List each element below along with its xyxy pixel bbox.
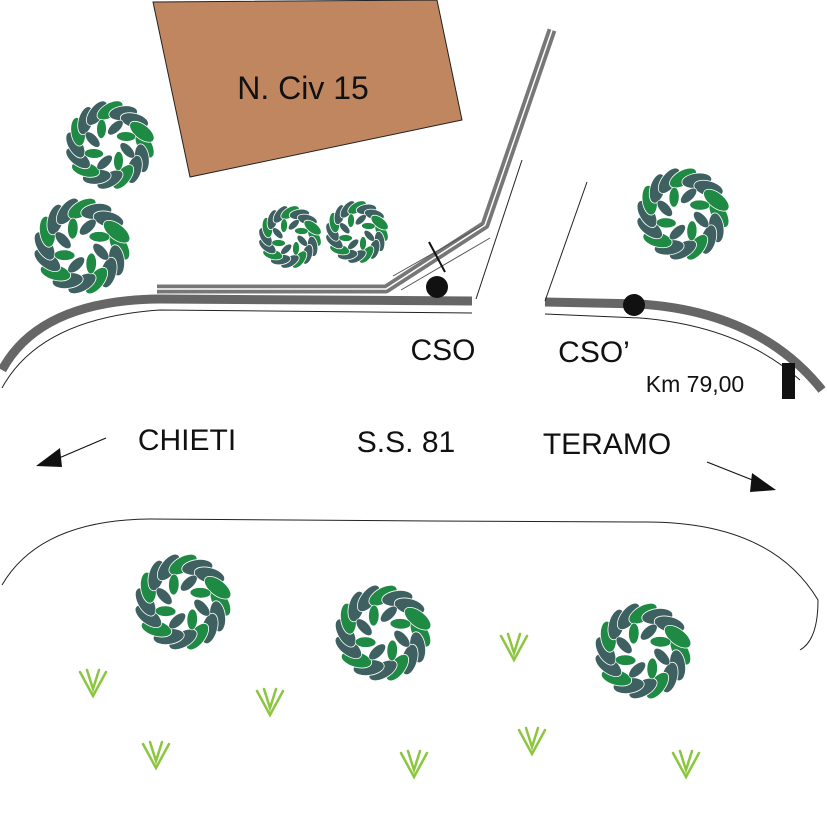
tree-icon	[258, 205, 322, 269]
building-label: N. Civ 15	[237, 70, 369, 106]
road-curb-left-line	[1, 309, 473, 389]
tree-icon	[594, 602, 692, 700]
driveway-inner	[157, 29, 553, 290]
grass	[78, 632, 701, 780]
manhole-icon	[623, 294, 645, 316]
side-road-line	[475, 159, 523, 300]
tree-icon	[334, 584, 432, 682]
driveway-lane	[400, 237, 491, 291]
grass-icon	[671, 749, 701, 780]
arrow-icon	[36, 448, 62, 467]
arrow-icon	[51, 437, 107, 462]
tree-icon	[65, 100, 155, 190]
km-label: Km 79,00	[646, 371, 744, 397]
tree-icon	[636, 167, 730, 261]
arrow-icon	[750, 473, 776, 492]
grass-icon	[499, 632, 529, 663]
manhole-icon	[426, 276, 448, 298]
side-road-line	[544, 181, 588, 302]
grass-icon	[255, 687, 285, 718]
grass-icon	[399, 749, 429, 780]
direction-right-label: TERAMO	[543, 428, 671, 461]
direction-left-label: CHIETI	[138, 424, 236, 457]
driveway-lane	[392, 224, 484, 277]
grass-icon	[517, 726, 547, 757]
grass-icon	[78, 668, 108, 699]
building	[152, 0, 463, 178]
tree-icon	[325, 200, 389, 264]
tree-icon	[134, 553, 232, 651]
grass-icon	[141, 740, 171, 771]
tree-icon	[33, 197, 131, 295]
gate-marker	[428, 241, 446, 273]
road-curb-left	[0, 294, 473, 373]
km-post	[782, 363, 795, 399]
cso-left-label: CSO	[410, 334, 475, 367]
trees	[33, 100, 730, 700]
road-edge-lower	[1, 518, 819, 651]
arrow-icon	[706, 461, 761, 484]
cso-right-label: CSO’	[558, 336, 630, 369]
road-curb-right	[544, 297, 826, 393]
road-name-label: S.S. 81	[357, 426, 455, 459]
